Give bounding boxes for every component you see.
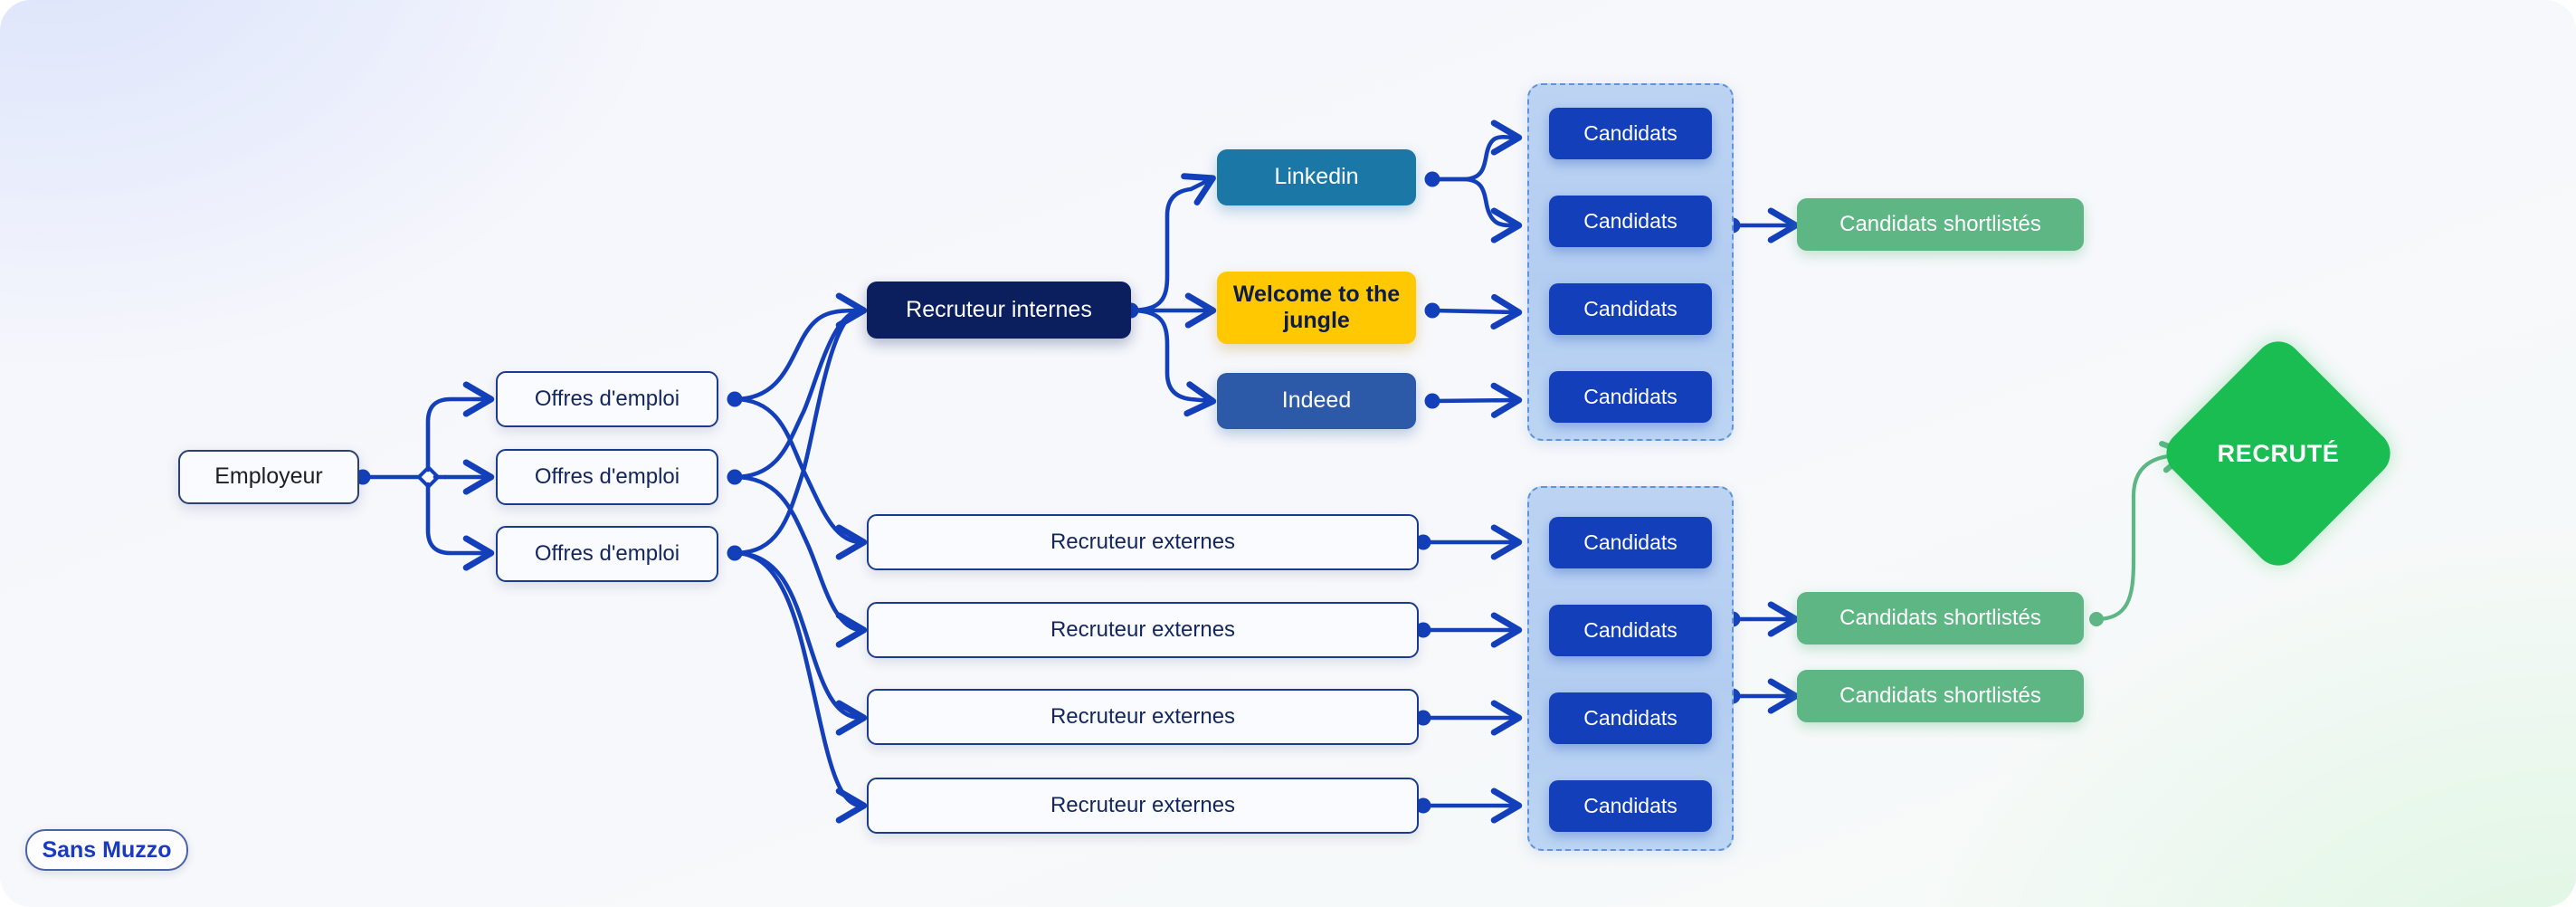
node-offre-emploi-3[interactable]: Offres d'emploi (496, 526, 718, 582)
node-recrute-diamond[interactable]: RECRUTÉ (2156, 331, 2400, 576)
node-candidat-top-3[interactable]: Candidats (1549, 283, 1712, 335)
node-candidat-top-2[interactable]: Candidats (1549, 196, 1712, 247)
node-shortlisted-top-1[interactable]: Candidats shortlistés (1797, 198, 2084, 251)
node-label: Recruteur externes (1050, 703, 1236, 729)
node-label: Candidats (1583, 705, 1678, 730)
node-job-board-indeed[interactable]: Indeed (1217, 373, 1416, 429)
node-candidat-bottom-1[interactable]: Candidats (1549, 517, 1712, 568)
node-label: Candidats (1583, 208, 1678, 233)
node-label: RECRUTÉ (2217, 439, 2340, 467)
node-label: Candidats shortlistés (1839, 605, 2041, 630)
node-label: Candidats (1583, 617, 1678, 642)
node-label: Offres d'emploi (534, 386, 680, 411)
node-recruteur-externes-1[interactable]: Recruteur externes (867, 514, 1419, 570)
node-job-board-welcome-to-the-jungle[interactable]: Welcome to the jungle (1217, 272, 1416, 344)
node-shortlisted-bottom-2[interactable]: Candidats shortlistés (1797, 670, 2084, 722)
node-label: Candidats shortlistés (1839, 211, 2041, 236)
node-recruteur-externes-3[interactable]: Recruteur externes (867, 689, 1419, 745)
node-label: Welcome to the jungle (1232, 281, 1401, 334)
node-candidat-bottom-3[interactable]: Candidats (1549, 692, 1712, 744)
node-employeur[interactable]: Employeur (178, 450, 359, 504)
node-shortlisted-bottom-1[interactable]: Candidats shortlistés (1797, 592, 2084, 644)
node-label: Recruteur externes (1050, 792, 1236, 817)
node-label: Indeed (1281, 387, 1352, 414)
node-candidat-top-4[interactable]: Candidats (1549, 371, 1712, 423)
node-recruteur-externes-2[interactable]: Recruteur externes (867, 602, 1419, 658)
node-label: Offres d'emploi (534, 463, 680, 489)
node-candidat-bottom-2[interactable]: Candidats (1549, 605, 1712, 656)
node-label: Candidats (1583, 530, 1678, 554)
node-label: Candidats (1583, 296, 1678, 320)
node-offre-emploi-2[interactable]: Offres d'emploi (496, 449, 718, 505)
node-candidat-bottom-4[interactable]: Candidats (1549, 780, 1712, 832)
node-label: Offres d'emploi (534, 540, 680, 566)
node-job-board-linkedin[interactable]: Linkedin (1217, 149, 1416, 205)
node-label: Candidats (1583, 120, 1678, 145)
node-recruteur-internes[interactable]: Recruteur internes (867, 282, 1131, 339)
node-label: Linkedin (1274, 164, 1359, 190)
badge-label: Sans Muzzo (42, 836, 172, 863)
node-label: Candidats shortlistés (1839, 683, 2041, 708)
node-label: Employeur (214, 463, 323, 490)
node-label: Recruteur internes (906, 296, 1092, 322)
badge-sans-muzzo[interactable]: Sans Muzzo (25, 829, 188, 871)
node-offre-emploi-1[interactable]: Offres d'emploi (496, 371, 718, 427)
node-label: Recruteur externes (1050, 616, 1236, 642)
node-recruteur-externes-4[interactable]: Recruteur externes (867, 778, 1419, 834)
node-label: Candidats (1583, 384, 1678, 408)
node-candidat-top-1[interactable]: Candidats (1549, 108, 1712, 159)
node-label: Recruteur externes (1050, 529, 1236, 554)
node-label: Candidats (1583, 793, 1678, 817)
